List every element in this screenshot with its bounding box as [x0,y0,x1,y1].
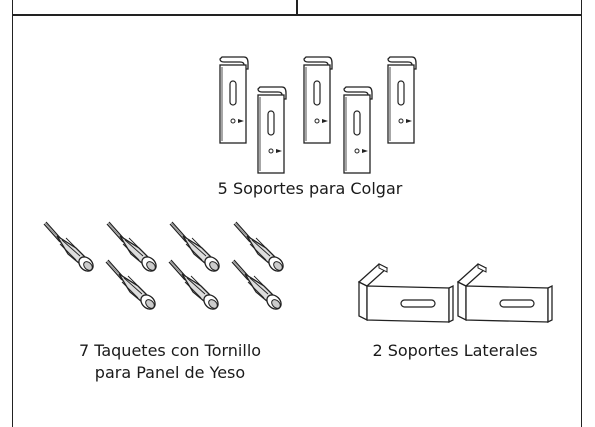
drywall-anchor-7 [231,259,285,313]
anchors-label-line1: 7 Taquetes con Tornillo [78,341,262,360]
side-bracket-2 [457,263,553,323]
drywall-anchor-1 [43,221,97,275]
side-bracket-1 [358,263,454,323]
hanging-bracket-4 [343,86,373,174]
parts-panel-frame [12,0,582,427]
panel-top-border [12,14,582,16]
panel-divider-tick [296,0,298,14]
hanging-bracket-2 [257,86,287,174]
hanging-bracket-5 [387,56,417,144]
hanging-bracket-3 [303,56,333,144]
drywall-anchor-5 [105,259,159,313]
drywall-anchor-6 [168,259,222,313]
side-brackets-label: 2 Soportes Laterales [372,341,538,360]
hanging-bracket-1 [219,56,249,144]
hanging-brackets-label: 5 Soportes para Colgar [217,179,403,198]
anchors-label-line2: para Panel de Yeso [94,363,246,382]
